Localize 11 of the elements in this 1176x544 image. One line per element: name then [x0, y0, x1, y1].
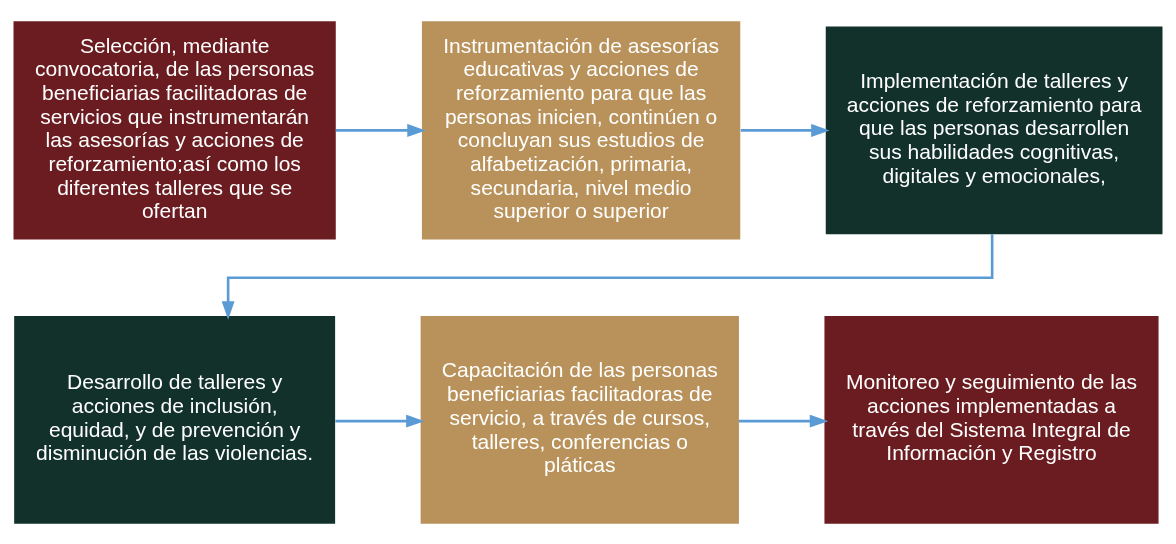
node-box: Selección, mediante convocatoria, de las personas beneficiarias facilitadoras de servicios que instrumentarán las asesorías y acciones de reforzamiento;así como los diferentes talleres que se ofertan	[13, 20, 336, 240]
node-box: Instrumentación de asesorías educativas y acciones de reforzamiento para que las personas inicien, continúen o concluyan sus estudios de alfabetización, primaria, secundaria, nivel medio superior o superior	[421, 20, 741, 240]
arrow	[335, 123, 426, 137]
node-box: Desarrollo de talleres y acciones de inclusión, equidad, y de prevención y disminución de las violencias.	[14, 315, 336, 524]
node-box: Implementación de talleres y acciones de reforzamiento para que las personas desarrollen sus habilidades cognitivas, digitales y emocionales,	[825, 26, 1163, 234]
arrow	[738, 414, 829, 428]
arrow	[335, 414, 425, 428]
node-box: Monitoreo y seguimiento de las acciones implementadas a través del Sistema Integral de Información y Registro	[824, 315, 1159, 524]
arrow	[740, 123, 830, 137]
node-box: Capacitación de las personas beneficiarias facilitadoras de servicio, a través de cursos, talleres, conferencias o pláticas	[420, 315, 739, 524]
arrow	[221, 233, 994, 320]
